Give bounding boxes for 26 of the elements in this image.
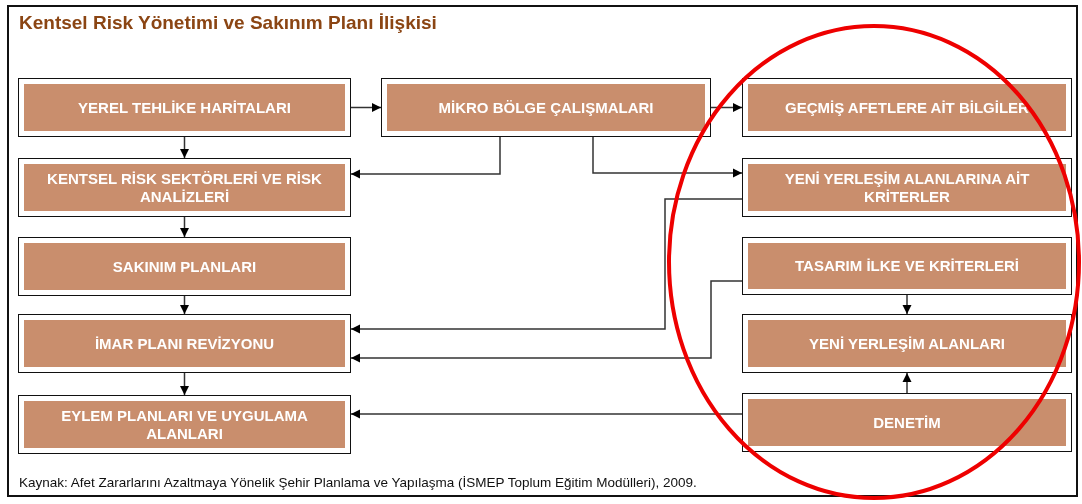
arrow <box>902 372 912 394</box>
arrow <box>180 216 189 238</box>
process-box: YENİ YERLEŞİM ALANLARI <box>742 314 1072 373</box>
process-box: TASARIM İLKE VE KRİTERLERİ <box>742 237 1072 295</box>
process-box: SAKINIM PLANLARI <box>18 237 351 296</box>
arrow <box>592 136 743 178</box>
arrow <box>180 136 189 159</box>
process-box: YENİ YERLEŞİM ALANLARINA AİT KRİTERLER <box>742 158 1072 217</box>
arrow <box>350 198 743 334</box>
arrow <box>350 280 743 363</box>
arrow <box>902 294 912 315</box>
arrow <box>350 103 382 112</box>
process-box: KENTSEL RİSK SEKTÖRLERİ VE RİSK ANALİZLERİ <box>18 158 351 217</box>
process-box: MİKRO BÖLGE ÇALIŞMALARI <box>381 78 711 137</box>
process-box: DENETİM <box>742 393 1072 452</box>
diagram-title: Kentsel Risk Yönetimi ve Sakınım Planı İlişkisi <box>19 12 437 34</box>
arrow <box>350 136 501 179</box>
arrow <box>180 295 189 315</box>
arrow <box>350 409 743 419</box>
arrow <box>180 372 189 396</box>
arrow <box>710 103 743 112</box>
process-box: İMAR PLANI REVİZYONU <box>18 314 351 373</box>
process-box: EYLEM PLANLARI VE UYGULAMA ALANLARI <box>18 395 351 454</box>
process-box: YEREL TEHLİKE HARİTALARI <box>18 78 351 137</box>
source-caption: Kaynak: Afet Zararlarını Azaltmaya Yönelik Şehir Planlama ve Yapılaşma (İSMEP Toplum Eğitim Modülleri), 2009. <box>19 475 697 490</box>
process-box: GEÇMİŞ AFETLERE AİT BİLGİLER <box>742 78 1072 137</box>
